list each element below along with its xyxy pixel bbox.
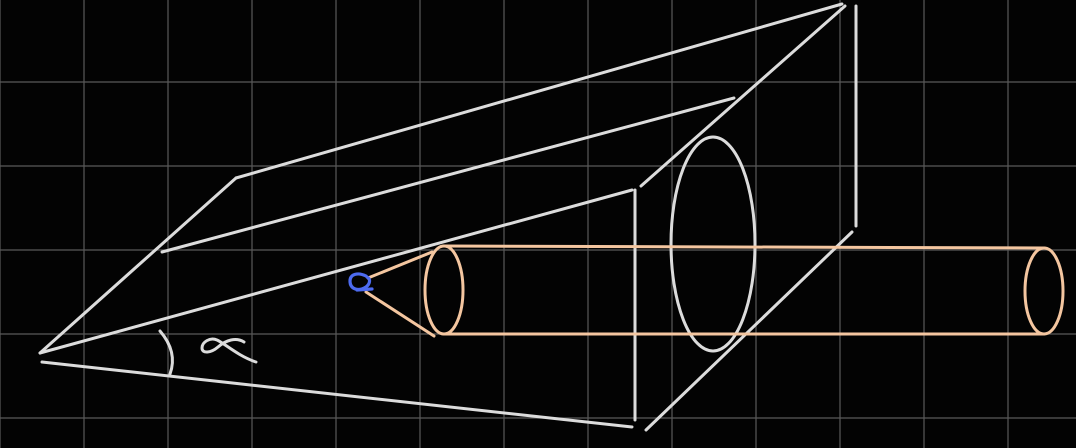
wedge-exit-ellipse bbox=[669, 135, 757, 353]
wedge-bottom-edge bbox=[40, 360, 634, 429]
beam-cone-upper bbox=[366, 250, 434, 280]
source-tail bbox=[355, 287, 374, 292]
angle-arc-icon bbox=[158, 329, 174, 376]
wedge-prism bbox=[38, 2, 858, 432]
wedge-inner-top-edge bbox=[160, 96, 736, 254]
angle-alpha-glyph bbox=[200, 337, 258, 364]
angle-marker: α bbox=[158, 324, 258, 376]
wedge-apex-edge bbox=[38, 176, 238, 355]
beam-exit-ellipse bbox=[1023, 246, 1065, 336]
light-beam bbox=[364, 244, 1065, 338]
beam-source-icon bbox=[348, 272, 374, 292]
wedge-lower-back-edge bbox=[644, 230, 854, 432]
angle-label: α bbox=[200, 324, 226, 370]
wedge-top-back-edge bbox=[234, 2, 844, 180]
beam-entry-ellipse bbox=[423, 244, 465, 336]
wedge-front-top-edge bbox=[639, 4, 847, 188]
wedge-front-slope-edge bbox=[38, 188, 634, 355]
beam-cone-lower bbox=[364, 290, 436, 338]
source-loop bbox=[348, 272, 372, 292]
beam-top-edge bbox=[442, 244, 1046, 250]
